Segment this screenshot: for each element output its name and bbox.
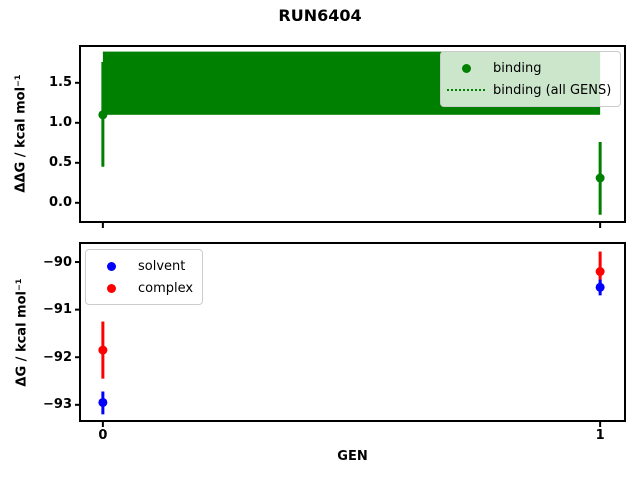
complex-marker-icon	[92, 283, 130, 293]
complex-point	[98, 345, 108, 355]
y-tick-label: −93	[43, 397, 72, 413]
y-tick-label: −92	[43, 349, 72, 365]
y-tick-label: 1.0	[48, 115, 72, 131]
x-tick-label: 0	[98, 428, 108, 443]
bottom-legend: solvent complex	[85, 249, 204, 305]
legend-label-binding: binding	[493, 60, 542, 76]
legend-row-complex: complex	[92, 277, 193, 299]
legend-label-complex: complex	[138, 280, 194, 296]
binding-marker-icon	[447, 63, 485, 73]
dotted-line-icon	[447, 89, 485, 91]
legend-row-solvent: solvent	[92, 255, 193, 277]
axes-frame	[79, 45, 626, 223]
x-tick-label: 1	[595, 428, 605, 443]
solvent-point	[595, 282, 605, 292]
binding-point	[98, 110, 108, 120]
y-tick-label: 0.5	[48, 155, 72, 171]
legend-label-solvent: solvent	[138, 258, 186, 274]
solvent-marker-icon	[92, 261, 130, 271]
y-tick-label: 1.5	[48, 75, 72, 91]
legend-row-binding: binding	[447, 57, 611, 79]
y-tick-label: −91	[43, 302, 72, 318]
legend-row-binding-all-gens: binding (all GENS)	[447, 79, 611, 101]
axes-frame	[79, 242, 626, 422]
top-y-axis-label: ΔΔG / kcal mol⁻¹	[13, 74, 29, 193]
legend-label-binding-all-gens: binding (all GENS)	[493, 82, 612, 98]
figure-title: RUN6404	[278, 6, 362, 25]
y-tick-label: 0.0	[48, 195, 72, 211]
x-axis-label: GEN	[337, 449, 368, 464]
bottom-y-axis-label: ΔG / kcal mol⁻¹	[14, 278, 30, 387]
binding-point	[595, 173, 605, 183]
complex-point	[595, 267, 605, 277]
y-tick-label: −90	[43, 254, 72, 270]
solvent-point	[98, 397, 108, 407]
top-legend: binding binding (all GENS)	[440, 51, 622, 107]
